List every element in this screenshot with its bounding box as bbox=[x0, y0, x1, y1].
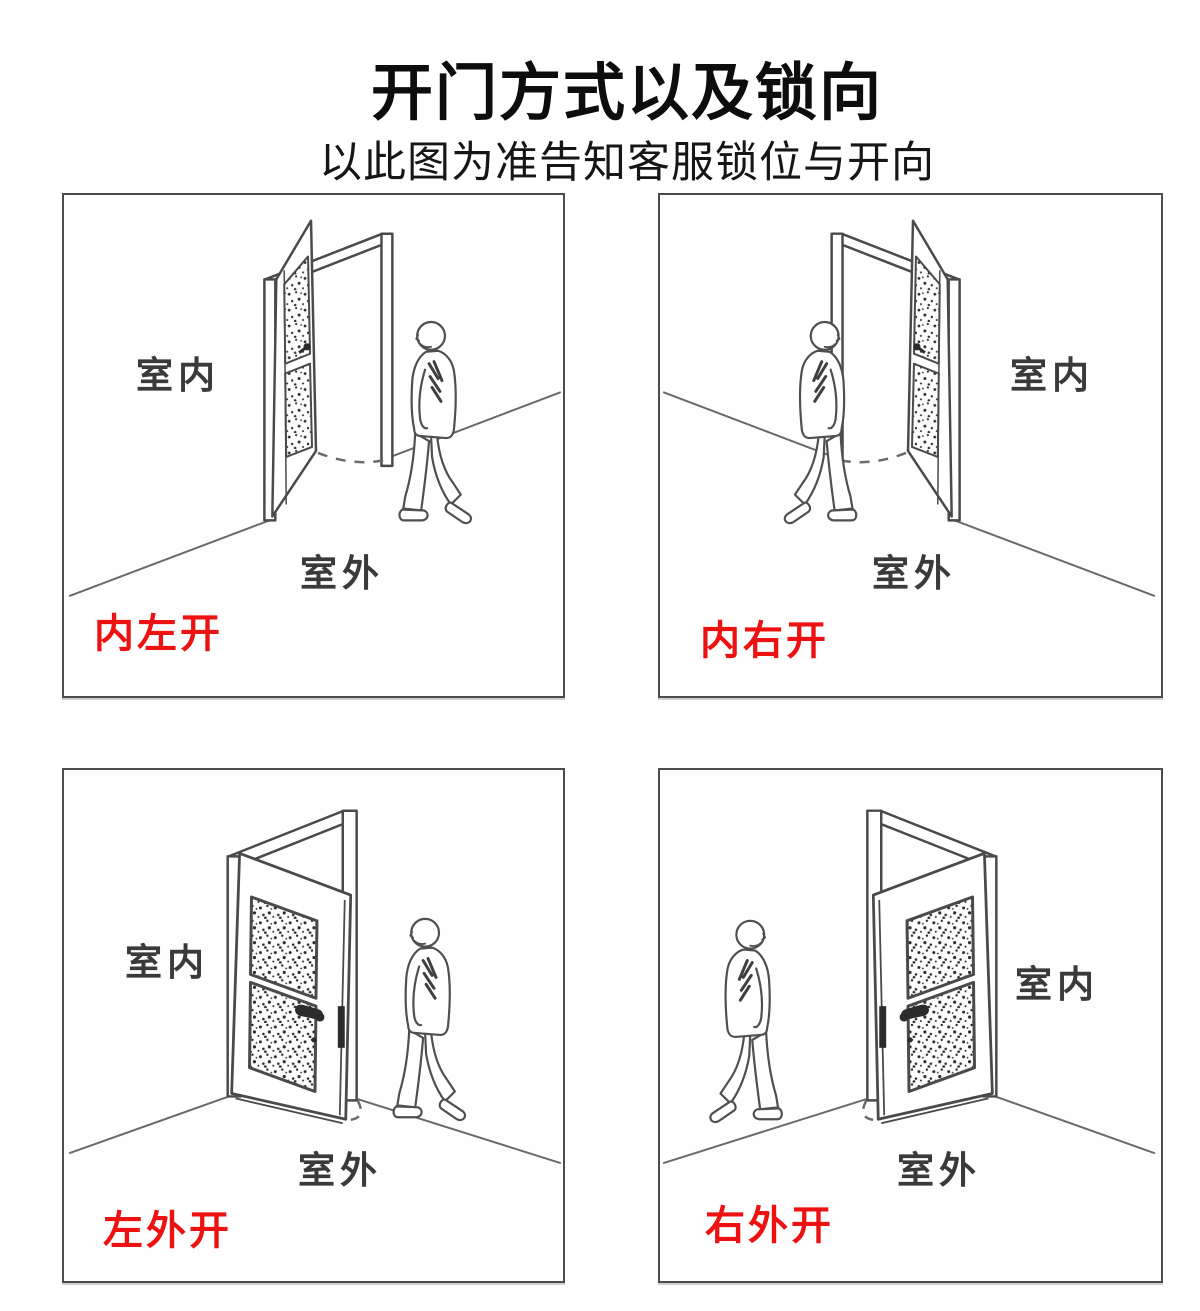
outdoor-label: 室外 bbox=[298, 1150, 382, 1191]
floor-wall-lines bbox=[68, 1094, 562, 1164]
door-swing-arc bbox=[838, 451, 907, 464]
door-leaf bbox=[871, 851, 994, 1125]
door-diagram-inward-left bbox=[68, 219, 562, 597]
door-leaf bbox=[271, 219, 318, 518]
person-figure bbox=[392, 917, 467, 1122]
page-subtitle: 以此图为准告知客服锁位与开向 bbox=[319, 139, 935, 187]
door-diagram-outward-right bbox=[662, 809, 1156, 1164]
direction-label: 左外开 bbox=[103, 1209, 232, 1253]
door-handle bbox=[298, 343, 311, 354]
door-swing-arc bbox=[861, 1099, 878, 1122]
indoor-label: 室内 bbox=[136, 355, 220, 396]
outdoor-label: 室外 bbox=[300, 553, 384, 594]
outdoor-label: 室外 bbox=[897, 1150, 981, 1191]
outdoor-label: 室外 bbox=[872, 553, 956, 594]
door-leaf bbox=[906, 219, 953, 518]
door-frame bbox=[263, 232, 394, 522]
person-figure bbox=[709, 919, 783, 1124]
indoor-label: 室内 bbox=[1010, 355, 1094, 396]
panel-inward-right-open: 室内 室外 内右开 bbox=[658, 193, 1163, 698]
indoor-label: 室内 bbox=[125, 942, 209, 983]
direction-label: 内右开 bbox=[700, 619, 829, 663]
door-diagram-outward-left bbox=[68, 809, 562, 1164]
page-title: 开门方式以及锁向 bbox=[370, 59, 883, 128]
indoor-label: 室内 bbox=[1015, 964, 1099, 1005]
door-handle bbox=[913, 343, 926, 354]
door-swing-arc bbox=[317, 451, 386, 464]
floor-wall-lines bbox=[662, 1094, 1156, 1164]
person-figure bbox=[783, 320, 858, 525]
door-handle bbox=[879, 1004, 929, 1048]
door-handle bbox=[295, 1004, 345, 1048]
panel-outward-right-open: 室内 室外 右外开 bbox=[658, 768, 1163, 1283]
door-swing-arc bbox=[346, 1099, 363, 1122]
panel-outward-left-open: 室内 室外 左外开 bbox=[62, 768, 565, 1283]
direction-label: 内左开 bbox=[94, 612, 223, 656]
door-leaf bbox=[230, 851, 353, 1125]
person-figure bbox=[398, 320, 472, 525]
floor-wall-lines bbox=[662, 391, 1156, 597]
panel-inward-left-open: 室内 室外 内左开 bbox=[62, 193, 565, 698]
door-diagram-inward-right bbox=[662, 219, 1156, 597]
direction-label: 右外开 bbox=[705, 1204, 834, 1248]
